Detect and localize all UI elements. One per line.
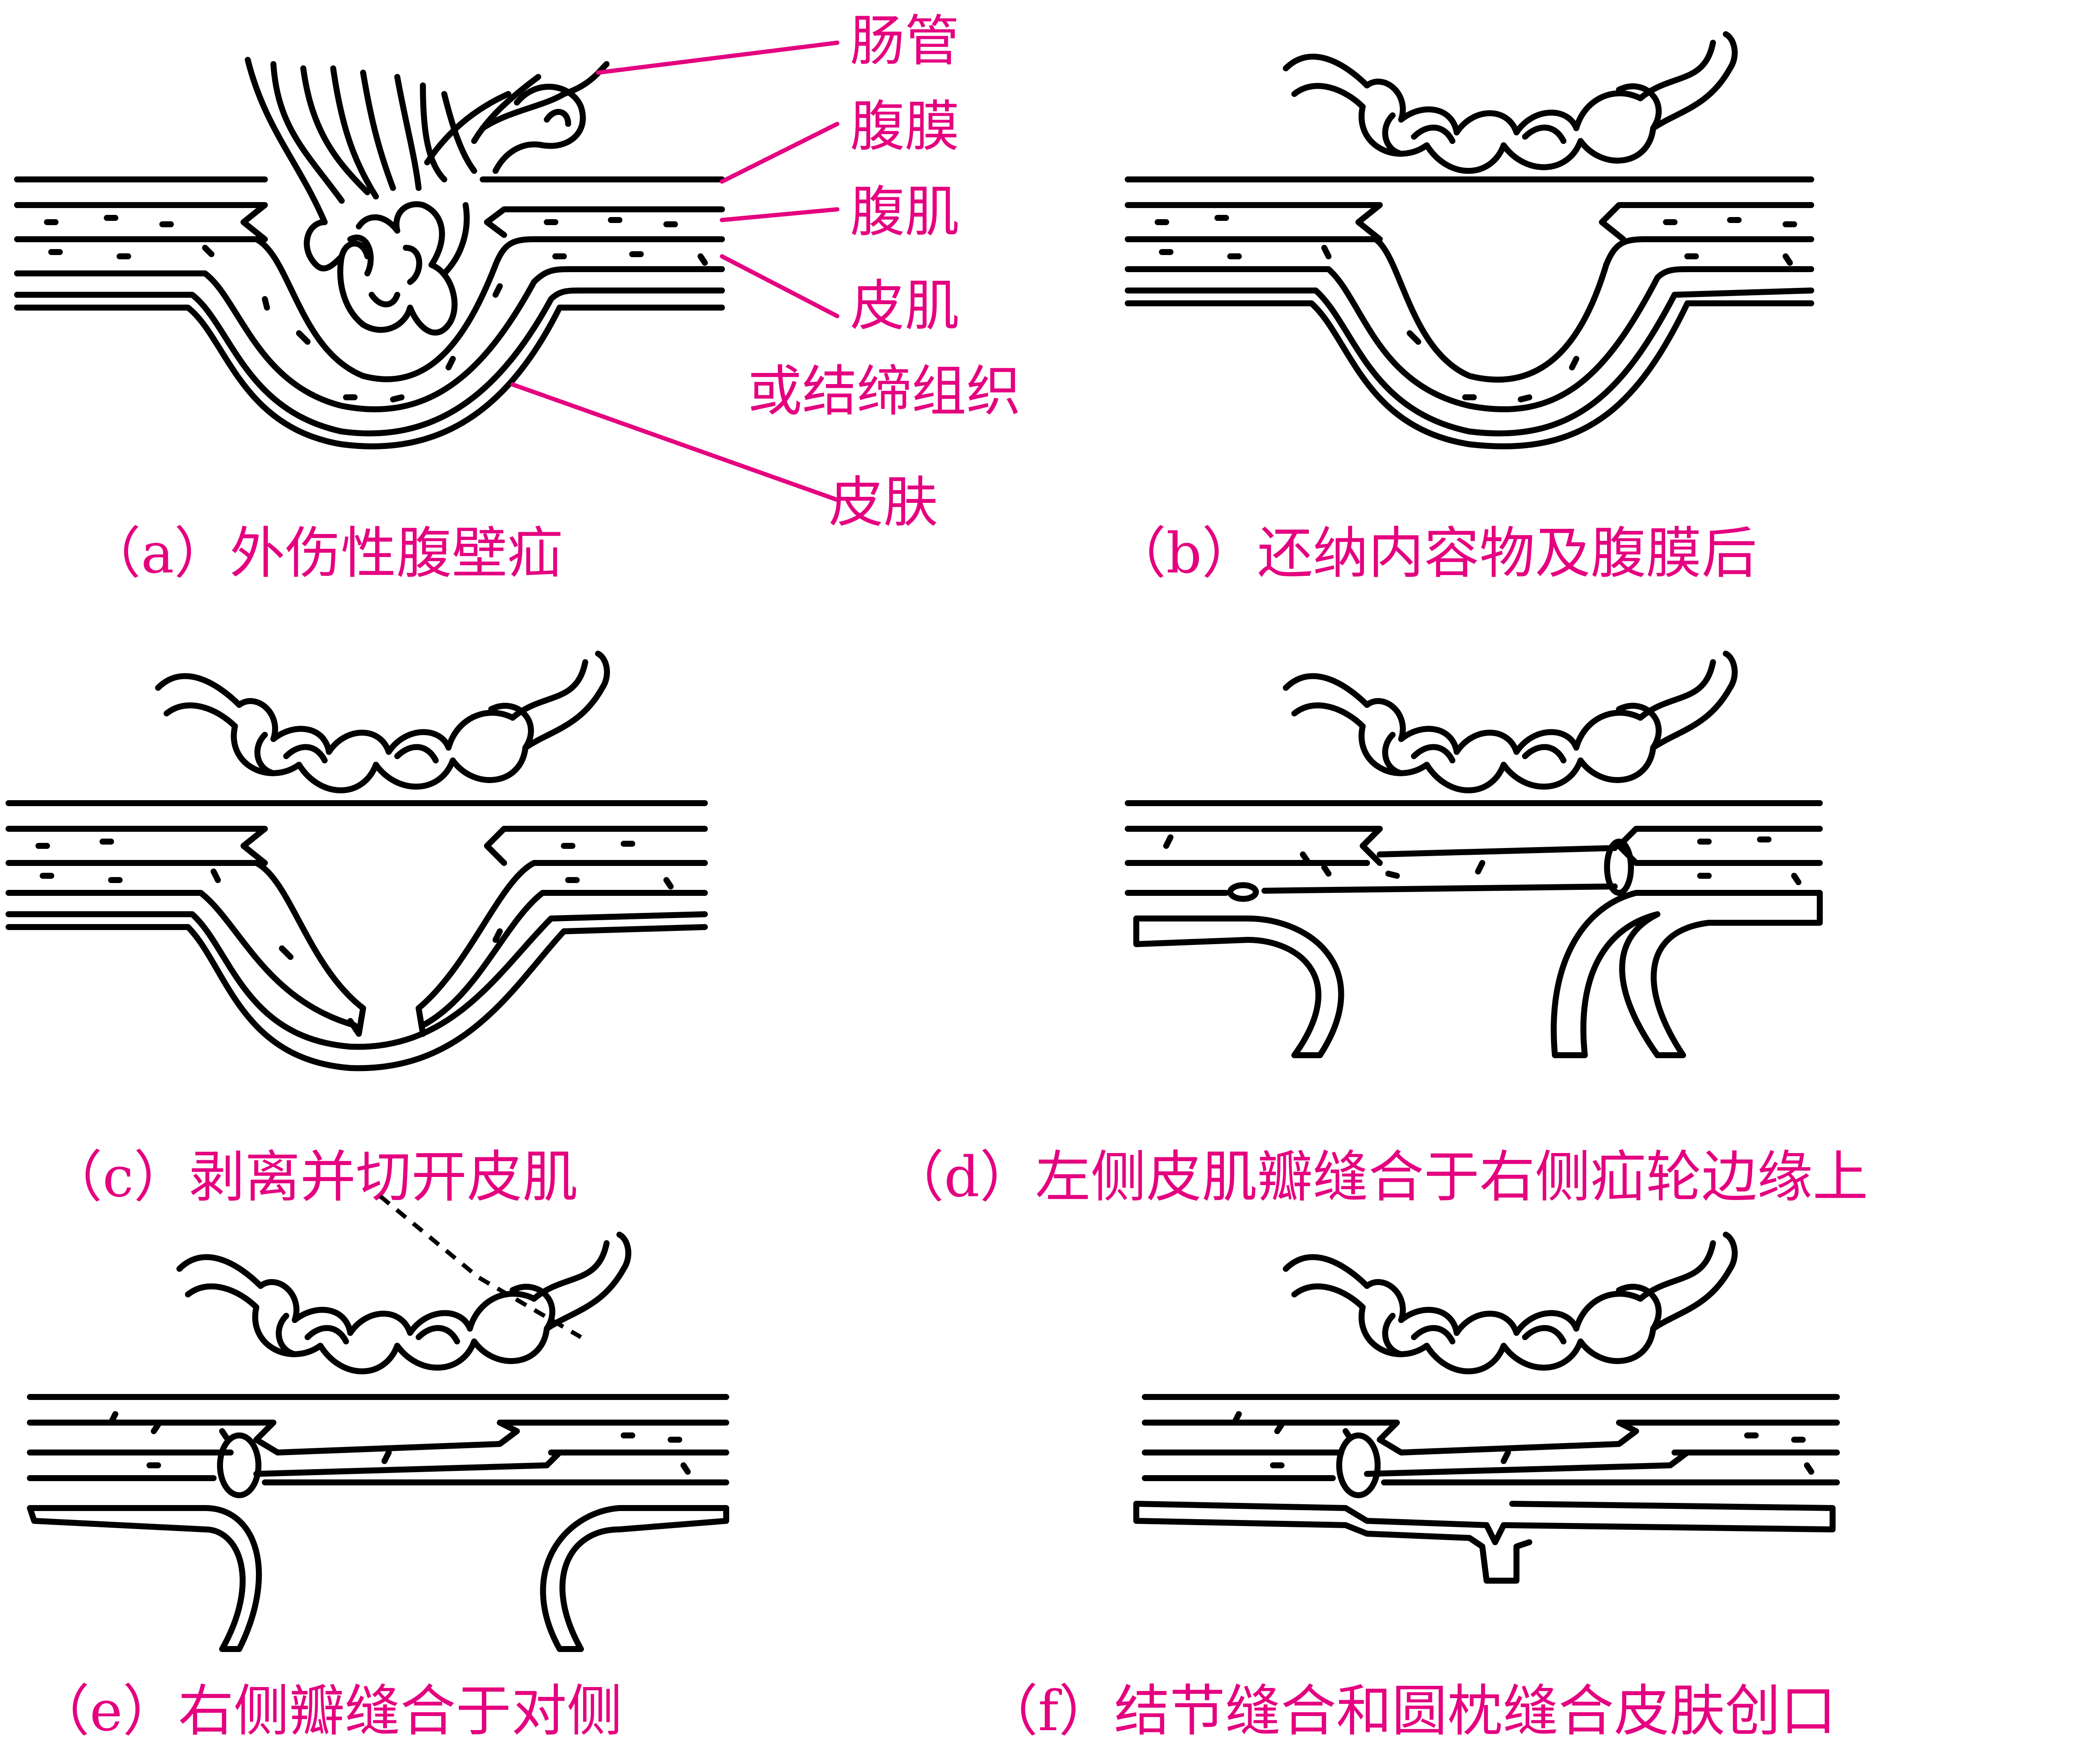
label-abdominal-muscle: 腹肌	[850, 180, 959, 244]
caption-d: （d）左侧皮肌瓣缝合于右侧疝轮边缘上	[889, 1144, 1868, 1209]
panel-f: （f）结节缝合和圆枕缝合皮肤创口	[983, 1235, 1840, 1743]
caption-c: （c）剥离并切开皮肌	[47, 1144, 578, 1209]
panel-c: （c）剥离并切开皮肌	[6, 654, 708, 1209]
caption-f: （f）结节缝合和圆枕缝合皮肤创口	[983, 1679, 1836, 1743]
panel-b: （b）还纳内容物及腹膜后	[1111, 34, 1814, 586]
label-cutaneous-muscle: 皮肌	[850, 274, 959, 338]
panel-d: （d）左侧皮肌瓣缝合于右侧疝轮边缘上	[889, 654, 1868, 1209]
panel-e: （e）右侧瓣缝合于对侧	[27, 1194, 729, 1743]
panel-a: 肠管 腹膜 腹肌 皮肌 或结缔组织 皮肤 （a）外伤性腹壁疝	[14, 9, 1021, 586]
label-skin: 皮肤	[829, 471, 938, 534]
label-peritoneum: 腹膜	[850, 95, 959, 158]
label-intestine: 肠管	[850, 9, 959, 73]
label-connective-tissue: 或结缔组织	[748, 360, 1021, 423]
caption-a: （a）外伤性腹壁疝	[85, 521, 563, 586]
caption-e: （e）右侧瓣缝合于对侧	[34, 1679, 622, 1743]
caption-b: （b）还纳内容物及腹膜后	[1111, 521, 1757, 586]
